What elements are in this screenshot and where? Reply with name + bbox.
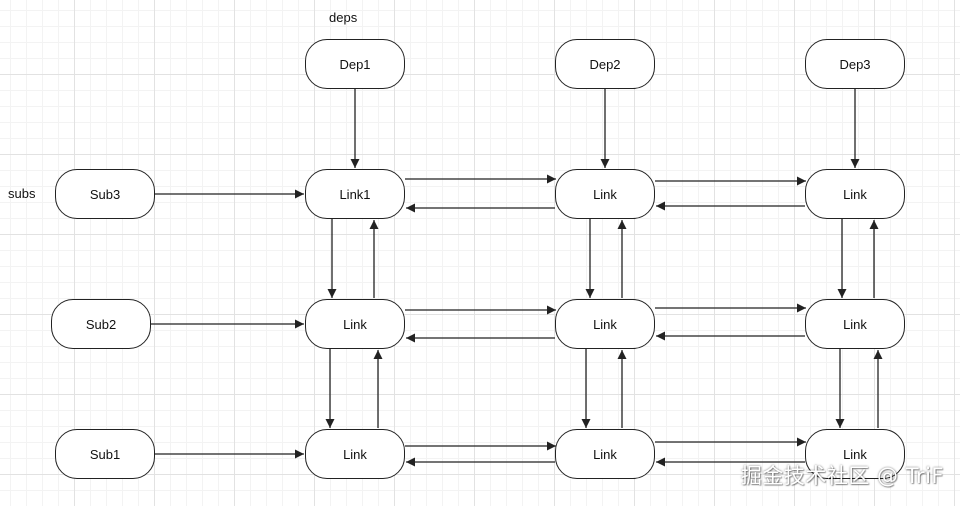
link-node-r3-c2[interactable]: Link	[555, 429, 655, 479]
subs-label: subs	[8, 186, 36, 201]
link-node-r2-c2[interactable]: Link	[555, 299, 655, 349]
dep3-node[interactable]: Dep3	[805, 39, 905, 89]
watermark: 掘金技术社区 @ TriF	[740, 464, 944, 488]
dep2-node[interactable]: Dep2	[555, 39, 655, 89]
link1-node[interactable]: Link1	[305, 169, 405, 219]
link-node-r3-c1[interactable]: Link	[305, 429, 405, 479]
dep1-node[interactable]: Dep1	[305, 39, 405, 89]
link-node-r2-c3[interactable]: Link	[805, 299, 905, 349]
link-node-r1-c3[interactable]: Link	[805, 169, 905, 219]
sub3-node[interactable]: Sub3	[55, 169, 155, 219]
sub1-node[interactable]: Sub1	[55, 429, 155, 479]
deps-label: deps	[329, 10, 358, 25]
link-node-r2-c1[interactable]: Link	[305, 299, 405, 349]
sub2-node[interactable]: Sub2	[51, 299, 151, 349]
link-node-r3-c3[interactable]: Link	[805, 429, 905, 479]
link-node-r1-c2[interactable]: Link	[555, 169, 655, 219]
